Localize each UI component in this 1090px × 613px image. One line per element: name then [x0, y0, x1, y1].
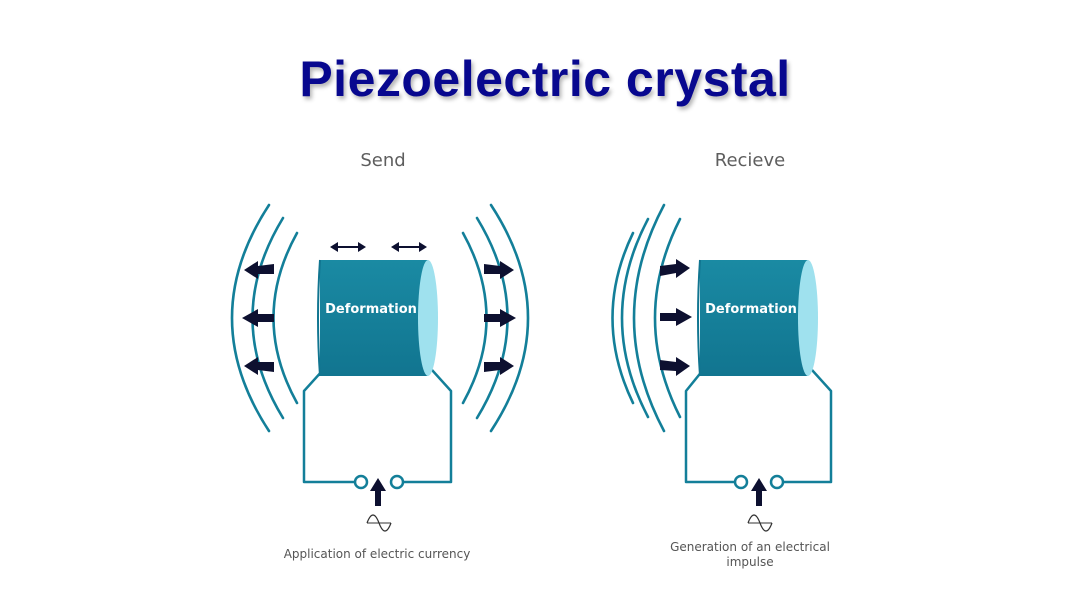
arrow-icon — [242, 309, 274, 327]
arrow-icon — [244, 261, 274, 279]
page-title: Piezoelectric crystal — [299, 51, 791, 107]
receive-circuit-wire — [684, 369, 735, 484]
double-arrow-icon — [391, 242, 427, 252]
send-terminal-right — [389, 474, 405, 490]
arrow-icon — [660, 308, 692, 326]
double-arrow-icon — [330, 242, 366, 252]
send-arrows-left — [242, 261, 274, 375]
sine-wave-icon — [747, 514, 773, 532]
receive-circuit-wire — [783, 369, 833, 484]
receive-heading: Recieve — [715, 150, 785, 171]
up-arrow-icon — [370, 478, 386, 506]
receive-terminal-left — [733, 474, 749, 490]
arrow-icon — [244, 357, 274, 375]
sine-wave-icon — [366, 514, 392, 532]
receive-caption-line1: Generation of an electrical — [670, 540, 830, 554]
send-arrows-right — [484, 261, 516, 375]
receive-terminal-right — [769, 474, 785, 490]
send-circuit-wire — [403, 369, 453, 484]
up-arrow-icon — [751, 478, 767, 506]
arrow-icon — [484, 309, 516, 327]
send-crystal: Deformation — [317, 259, 438, 377]
arrow-icon — [660, 357, 690, 376]
arrow-icon — [484, 261, 514, 279]
receive-crystal: Deformation — [697, 259, 818, 377]
send-terminal-left — [353, 474, 369, 490]
receive-waves — [611, 203, 682, 433]
arrow-icon — [660, 259, 690, 278]
send-circuit-wire — [302, 369, 358, 484]
send-cylinder-label: Deformation — [325, 302, 417, 317]
send-caption: Application of electric currency — [284, 547, 471, 561]
send-panel: Send — [230, 150, 530, 561]
arrow-icon — [484, 357, 514, 375]
receive-panel: Recieve Deformation — [611, 150, 833, 569]
receive-arrows — [660, 259, 692, 376]
receive-cylinder-label: Deformation — [705, 302, 797, 317]
send-heading: Send — [360, 150, 405, 171]
receive-caption-line2: impulse — [726, 555, 773, 569]
